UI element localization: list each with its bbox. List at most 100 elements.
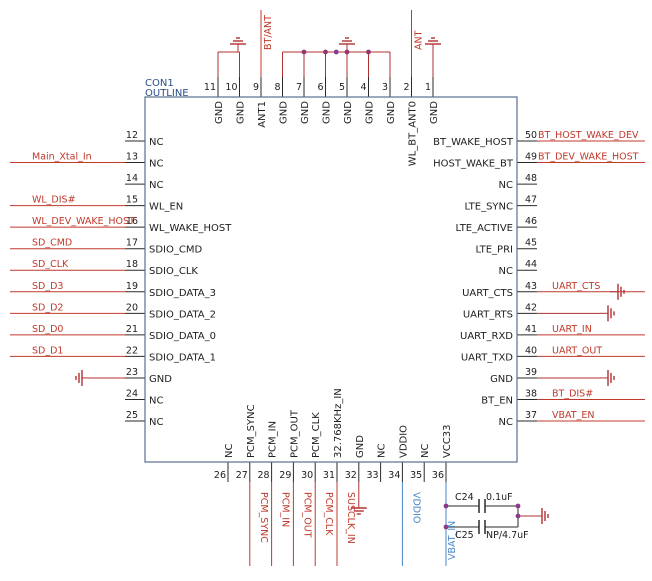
component-body-layer: [144, 96, 518, 463]
left-pin-name-15: WL_EN: [149, 202, 183, 213]
bottom-net-label-31: SUSCLK_IN: [345, 492, 356, 544]
bottom-pin-name-27: PCM_SYNC: [246, 404, 257, 458]
right-pin-number-50: 50: [525, 130, 537, 141]
top-pin-name-4: GND: [365, 101, 376, 124]
top-gnd-junction-center: [333, 49, 339, 55]
right-net-label-43: UART_CTS: [552, 281, 600, 292]
c25-value: NP/4.7uF: [486, 530, 529, 541]
top-pin-number-10: 10: [225, 82, 237, 93]
bottom-pin-number-27: 27: [236, 470, 248, 481]
right-pin-name-44: NC: [499, 266, 513, 277]
left-pin-number-23: 23: [126, 367, 138, 378]
top-pin-name-9: ANT1: [257, 101, 268, 128]
left-net-label-17: SD_CMD: [32, 238, 72, 249]
top-pin-number-9: 9: [253, 82, 259, 93]
bottom-pin-number-36: 36: [432, 470, 444, 481]
right-net-label-49: BT_DEV_WAKE_HOST: [538, 152, 639, 163]
bottom-pin-name-31: 32.768KHz_IN: [333, 388, 344, 458]
bottom-pin-name-34: VDDIO: [398, 425, 409, 458]
right-pin-name-37: NC: [499, 417, 513, 428]
top-pin-number-4: 4: [360, 82, 366, 93]
left-pin-name-13: NC: [149, 159, 163, 170]
bottom-pin-name-32: GND: [355, 435, 366, 458]
bottom-pin-name-36: VCC33: [442, 424, 453, 458]
right-pin-number-48: 48: [525, 173, 537, 184]
bottom-pin-number-31: 31: [323, 470, 335, 481]
top-pin-name-2: WL_BT_ANT0: [408, 101, 419, 166]
left-net-label-20: SD_D2: [32, 302, 63, 313]
right-net-label-50: BT_HOST_WAKE_DEV: [538, 130, 639, 141]
bottom-pin-number-30: 30: [301, 470, 313, 481]
top-ant1-net-label: BT/ANT: [263, 15, 274, 50]
right-pin-name-38: BT_EN: [481, 395, 513, 406]
top-pin-name-3: GND: [386, 101, 397, 124]
bottom-pin-number-34: 34: [388, 470, 400, 481]
left-pin-name-14: NC: [149, 180, 163, 191]
right-pin-number-39: 39: [525, 367, 537, 378]
right-pin-number-45: 45: [525, 238, 537, 249]
right-pin-number-43: 43: [525, 281, 537, 292]
right-net-label-38: BT_DIS#: [552, 388, 593, 399]
bottom-pin-number-26: 26: [214, 470, 226, 481]
component-value: OUTLINE: [145, 88, 189, 99]
right-pin-number-40: 40: [525, 345, 537, 356]
top-pin-number-6: 6: [317, 82, 323, 93]
bottom-pin-name-26: NC: [224, 444, 235, 458]
bottom-pin-name-35: NC: [420, 444, 431, 458]
c25-ref: C25: [455, 530, 474, 541]
top-pin-name-7: GND: [300, 101, 311, 124]
right-pin-number-42: 42: [525, 302, 537, 313]
right-pin-name-46: LTE_ACTIVE: [456, 223, 514, 234]
top-pin-number-8: 8: [274, 82, 280, 93]
component-body: [144, 96, 518, 463]
left-pin-number-12: 12: [126, 130, 138, 141]
right-pin-number-37: 37: [525, 410, 537, 421]
top-pin-name-5: GND: [343, 101, 354, 124]
left-pin-name-18: SDIO_CLK: [149, 266, 198, 277]
c24-junction-left: [443, 503, 449, 509]
left-pin-name-17: SDIO_CMD: [149, 245, 202, 256]
left-pin-number-21: 21: [126, 324, 138, 335]
right-pin-name-43: UART_CTS: [462, 288, 513, 299]
bottom-pin-number-33: 33: [367, 470, 379, 481]
cap-junction-right: [515, 503, 521, 509]
bottom-pin-number-35: 35: [410, 470, 422, 481]
left-pin-number-19: 19: [126, 281, 138, 292]
labels-layer: CON1OUTLINE12NC13NCMain_Xtal_In14NC15WL_…: [32, 15, 639, 560]
bottom-pin-number-32: 32: [345, 470, 357, 481]
bottom-pin-name-30: PCM_CLK: [311, 412, 322, 458]
top-pin-name-10: GND: [236, 101, 247, 124]
top-pin-number-1: 1: [425, 82, 431, 93]
top-pin-number-11: 11: [204, 82, 216, 93]
right-pin-name-49: HOST_WAKE_BT: [433, 159, 514, 170]
right-pin-number-44: 44: [525, 259, 537, 270]
right-net-label-40: UART_OUT: [552, 345, 602, 356]
left-pin-name-24: NC: [149, 395, 163, 406]
left-net-label-19: SD_D3: [32, 281, 63, 292]
left-pin-number-25: 25: [126, 410, 138, 421]
right-pin-number-38: 38: [525, 388, 537, 399]
right-pin-name-40: UART_TXD: [461, 352, 513, 363]
right-pin-number-41: 41: [525, 324, 537, 335]
left-pin-name-25: NC: [149, 417, 163, 428]
right-pin-number-47: 47: [525, 195, 537, 206]
top-pin-number-2: 2: [403, 82, 409, 93]
c25-junction-left: [443, 524, 449, 530]
left-pin-name-20: SDIO_DATA_2: [149, 309, 216, 320]
right-pin-name-50: BT_WAKE_HOST: [433, 137, 514, 148]
left-pin-number-16: 16: [126, 216, 138, 227]
left-pin-name-22: SDIO_DATA_1: [149, 352, 216, 363]
cap-gnd-junction: [515, 513, 521, 519]
top-pin-number-7: 7: [296, 82, 302, 93]
wires-layer: [10, 10, 645, 566]
left-pin-number-22: 22: [126, 345, 138, 356]
right-net-label-41: UART_IN: [552, 324, 592, 335]
left-net-label-22: SD_D1: [32, 345, 63, 356]
left-pin-name-23: GND: [149, 374, 172, 385]
bottom-net-label-30: PCM_CLK: [323, 492, 334, 536]
bottom-net-label-29: PCM_OUT: [301, 492, 312, 538]
bottom-net-label-28: PCM_IN: [280, 492, 291, 527]
top-pin-number-3: 3: [382, 82, 388, 93]
right-pin-name-41: UART_RXD: [460, 331, 513, 342]
right-pin-name-45: LTE_PRI: [475, 245, 513, 256]
